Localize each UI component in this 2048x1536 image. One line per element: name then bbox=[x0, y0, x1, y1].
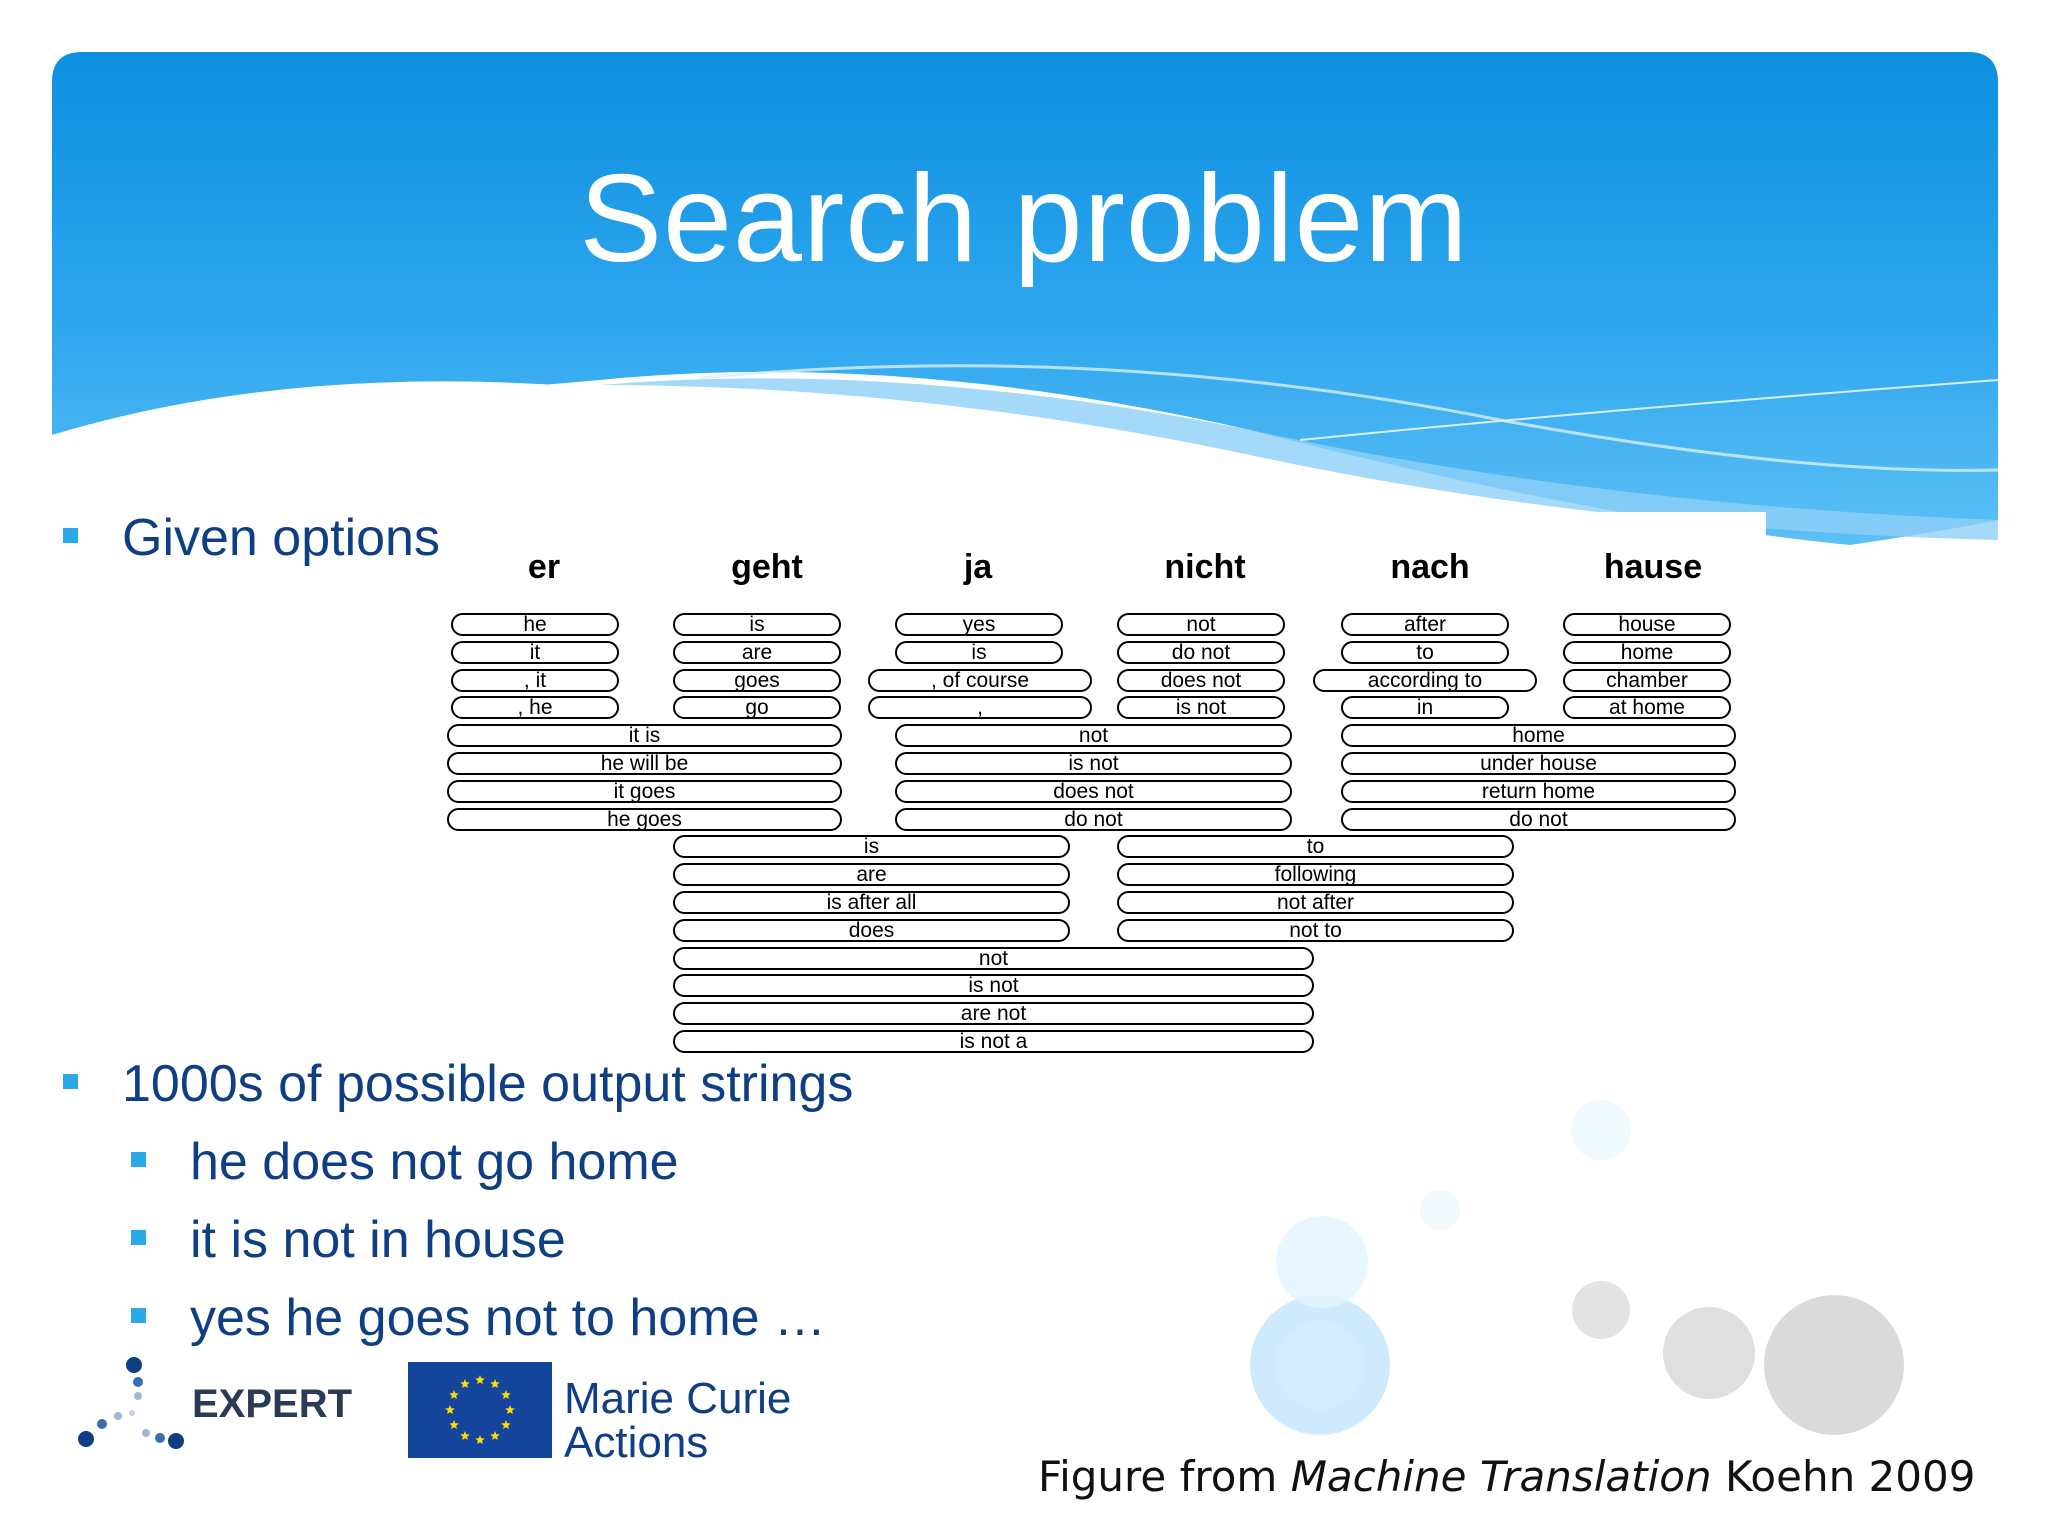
slide-title: Search problem bbox=[579, 150, 1469, 288]
eu-star-icon bbox=[445, 1405, 455, 1414]
translation-option: not after bbox=[1117, 891, 1514, 914]
sub-bullet-2: it is not in house bbox=[131, 1210, 566, 1270]
eu-star-icon bbox=[490, 1431, 500, 1440]
figure-caption: Figure from Machine Translation Koehn 20… bbox=[1038, 1452, 1975, 1501]
translation-option: is not bbox=[673, 974, 1314, 998]
translation-option: it bbox=[451, 640, 619, 664]
bullet-square-icon bbox=[131, 1152, 146, 1167]
bullet-given-options: Given options bbox=[63, 508, 440, 568]
eu-star-icon bbox=[449, 1420, 459, 1429]
sub-bullet-text: yes he goes not to home … bbox=[190, 1289, 826, 1347]
eu-star-icon bbox=[490, 1379, 500, 1389]
source-word-er: er bbox=[527, 548, 561, 586]
decorative-circles bbox=[1250, 1100, 1904, 1435]
bullet-square-icon bbox=[63, 1074, 78, 1089]
translation-option: not bbox=[1117, 613, 1285, 636]
translation-option: are bbox=[673, 640, 841, 664]
translation-option: do not bbox=[895, 807, 1292, 831]
translation-option: does not bbox=[1117, 668, 1285, 692]
translation-option: is bbox=[673, 835, 1070, 859]
translation-option: is not bbox=[1117, 696, 1285, 720]
source-word-nicht: nicht bbox=[1164, 548, 1246, 586]
bullet-square-icon bbox=[131, 1308, 146, 1323]
translation-option: chamber bbox=[1563, 668, 1731, 692]
translation-option: to bbox=[1341, 640, 1509, 664]
translation-option: goes bbox=[673, 668, 841, 692]
translation-option: , bbox=[868, 696, 1092, 720]
translation-option: does bbox=[673, 918, 1070, 942]
translation-option: , it bbox=[451, 668, 619, 692]
translation-option: is bbox=[895, 640, 1063, 664]
source-word-hause: hause bbox=[1603, 548, 1703, 586]
eu-logo-line2: Actions bbox=[564, 1418, 709, 1467]
translation-option: , he bbox=[451, 696, 619, 720]
bullet-square-icon bbox=[63, 528, 78, 543]
bullet-output-strings: 1000s of possible output strings bbox=[63, 1054, 854, 1114]
translation-option: under house bbox=[1341, 752, 1736, 775]
translation-option: go bbox=[673, 696, 841, 720]
translation-option: return home bbox=[1341, 779, 1736, 803]
translation-option: , of course bbox=[868, 668, 1092, 692]
translation-option: at home bbox=[1563, 696, 1731, 720]
translation-option: he goes bbox=[447, 807, 842, 831]
bullet-text: Given options bbox=[122, 509, 440, 567]
caption-suffix: Koehn 2009 bbox=[1711, 1452, 1976, 1501]
translation-option: he bbox=[451, 613, 619, 636]
translation-option: not to bbox=[1117, 918, 1514, 942]
caption-book-title: Machine Translation bbox=[1290, 1452, 1712, 1501]
translation-option: are bbox=[673, 863, 1070, 887]
eu-star-icon bbox=[460, 1379, 470, 1389]
sub-bullet-3: yes he goes not to home … bbox=[131, 1288, 826, 1348]
eu-flag-icon bbox=[408, 1362, 552, 1458]
expert-logo-icon bbox=[78, 1357, 184, 1449]
bullet-square-icon bbox=[131, 1230, 146, 1245]
eu-star-icon bbox=[501, 1420, 511, 1429]
translation-option: in bbox=[1341, 696, 1509, 720]
translation-option: do not bbox=[1117, 640, 1285, 664]
source-word-ja: ja bbox=[963, 548, 993, 586]
translation-option: it is bbox=[447, 724, 842, 748]
translation-option: he will be bbox=[447, 752, 842, 775]
translation-option: is bbox=[673, 613, 841, 636]
eu-star-icon bbox=[475, 1375, 485, 1384]
translation-option: is not bbox=[895, 752, 1292, 775]
eu-star-icon bbox=[460, 1431, 470, 1440]
translation-option: are not bbox=[673, 1002, 1314, 1026]
translation-option: following bbox=[1117, 863, 1514, 887]
translation-option: not bbox=[673, 946, 1314, 970]
translation-option: house bbox=[1563, 613, 1731, 636]
translation-option: not bbox=[895, 724, 1292, 748]
translation-option: do not bbox=[1341, 807, 1736, 831]
eu-star-icon bbox=[501, 1390, 511, 1399]
translation-option: is not a bbox=[673, 1030, 1314, 1053]
translation-option: yes bbox=[895, 613, 1063, 636]
source-word-geht: geht bbox=[731, 548, 803, 586]
bullet-text: 1000s of possible output strings bbox=[122, 1055, 854, 1113]
eu-star-icon bbox=[505, 1405, 515, 1414]
caption-prefix: Figure from bbox=[1038, 1452, 1291, 1501]
translation-option: home bbox=[1563, 640, 1731, 664]
sub-bullet-text: he does not go home bbox=[190, 1133, 679, 1191]
eu-star-icon bbox=[475, 1435, 485, 1444]
translation-option: after bbox=[1341, 613, 1509, 636]
translation-option: according to bbox=[1313, 668, 1537, 692]
eu-logo-line1: Marie Curie bbox=[564, 1374, 792, 1423]
sub-bullet-1: he does not go home bbox=[131, 1132, 679, 1192]
translation-option: home bbox=[1341, 724, 1736, 748]
expert-logo-text: EXPERT bbox=[192, 1382, 353, 1426]
sub-bullet-text: it is not in house bbox=[190, 1211, 566, 1269]
translation-option: does not bbox=[895, 779, 1292, 803]
translation-option: to bbox=[1117, 835, 1514, 859]
translation-option: is after all bbox=[673, 891, 1070, 914]
eu-star-icon bbox=[449, 1390, 459, 1399]
translation-option: it goes bbox=[447, 779, 842, 803]
source-word-nach: nach bbox=[1390, 548, 1470, 586]
